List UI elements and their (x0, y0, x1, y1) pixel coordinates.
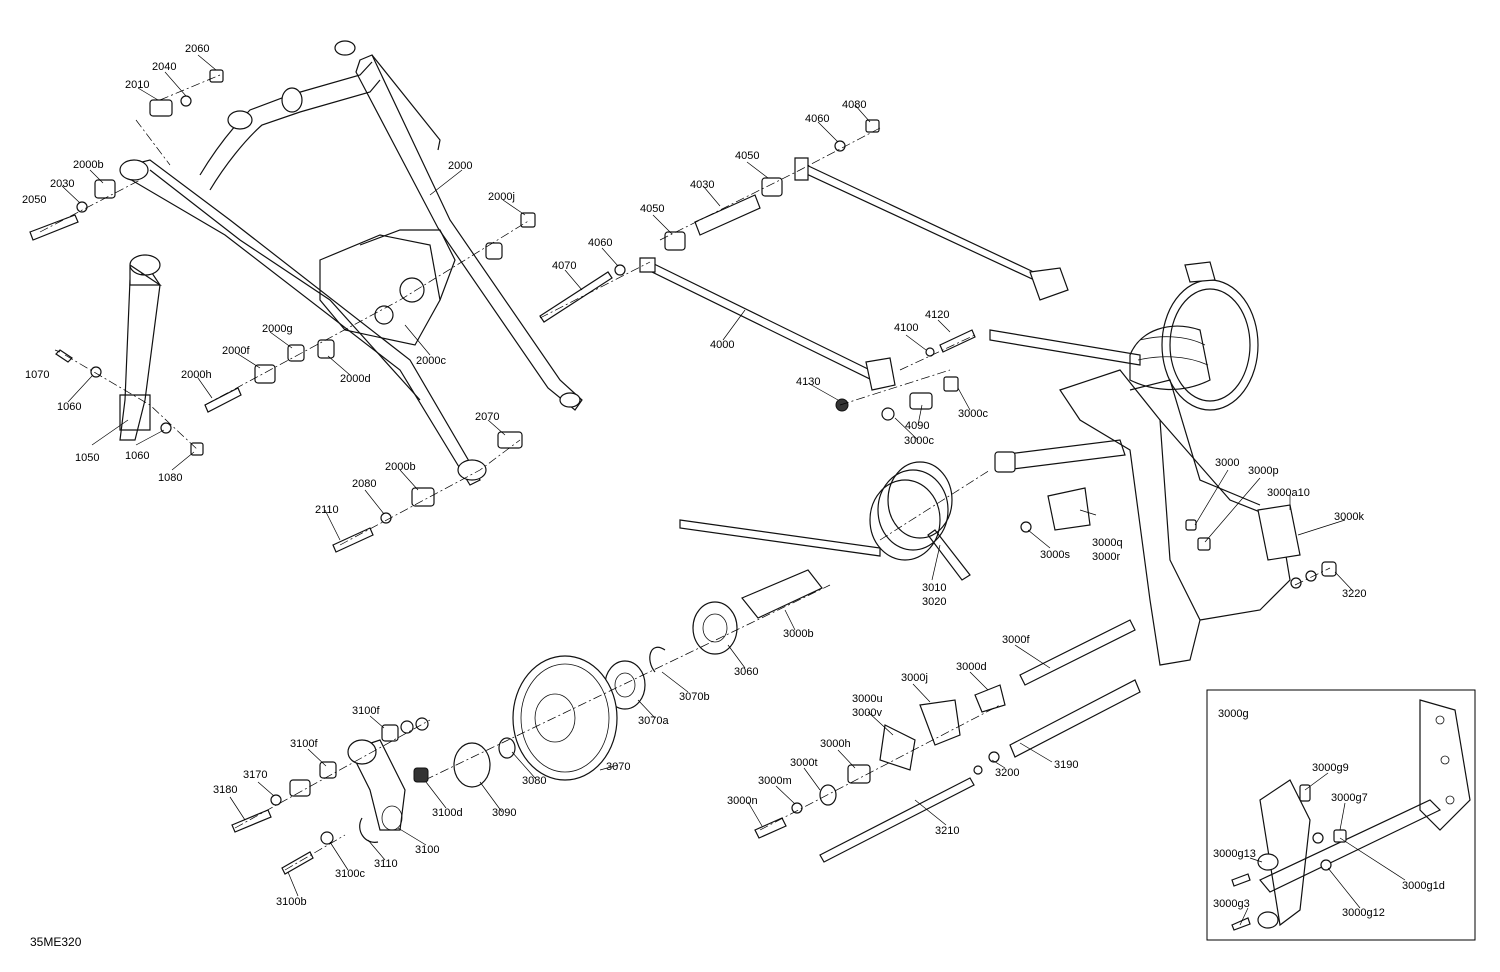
part-label: 3000d (956, 661, 987, 673)
part-label: 4120 (925, 309, 949, 321)
part-label: 3090 (492, 807, 516, 819)
part-label: 4000 (710, 339, 734, 351)
part-label: 3220 (1342, 588, 1366, 600)
part-label: 3000j (901, 672, 928, 684)
part-label: 2000g (262, 323, 293, 335)
part-label: 3070 (606, 761, 630, 773)
part-number-labels: 2060 2040 2010 2000b 2030 2050 2000 2000… (22, 43, 1445, 949)
part-label: 1080 (158, 472, 182, 484)
part-label: 4100 (894, 322, 918, 334)
part-label: 2000h (181, 369, 212, 381)
part-label: 4030 (690, 179, 714, 191)
part-label: 4050 (735, 150, 759, 162)
part-label: 2060 (185, 43, 209, 55)
part-label: 3170 (243, 769, 267, 781)
part-label: 3210 (935, 825, 959, 837)
part-label: 4060 (588, 237, 612, 249)
part-label: 3180 (213, 784, 237, 796)
part-label: 3100 (415, 844, 439, 856)
part-label: 3110 (374, 858, 398, 870)
part-label: 2000j (488, 191, 515, 203)
part-label: 3190 (1054, 759, 1078, 771)
part-label: 2000c (416, 355, 446, 367)
part-label: 2110 (315, 504, 339, 516)
part-label: 3000c (958, 408, 988, 420)
part-label: 3100c (335, 868, 365, 880)
torsion-spring (679, 461, 991, 581)
part-label: 3000k (1334, 511, 1364, 523)
part-label: 3070b (679, 691, 710, 703)
part-label: 3100f (290, 738, 318, 750)
part-label: 3000q (1092, 537, 1123, 549)
part-label: 3060 (734, 666, 758, 678)
part-label: 2040 (152, 61, 176, 73)
part-label: 4050 (640, 203, 664, 215)
part-label: 3000g13 (1213, 848, 1256, 860)
part-label: 2080 (352, 478, 376, 490)
part-label: 3000u (852, 693, 883, 705)
part-label: 1060 (125, 450, 149, 462)
part-label: 4080 (842, 99, 866, 111)
part-label: 3000g1d (1402, 880, 1445, 892)
part-label: 3070a (638, 715, 669, 727)
part-label: 4060 (805, 113, 829, 125)
part-label: 3000r (1092, 551, 1120, 563)
part-label: 3000c (904, 435, 934, 447)
part-label: 3010 (922, 582, 946, 594)
rod-assembly (539, 119, 1069, 421)
part-label: 3000s (1040, 549, 1070, 561)
part-label: 3100b (276, 896, 307, 908)
part-label: 3000h (820, 738, 851, 750)
part-label: 2010 (125, 79, 149, 91)
part-label: 3000b (783, 628, 814, 640)
part-label: 3020 (922, 596, 946, 608)
part-label: 3100d (432, 807, 463, 819)
part-label: 4090 (905, 420, 929, 432)
lever-assembly (55, 254, 204, 456)
inset-title: 3000g (1218, 708, 1249, 720)
part-label: 2000b (385, 461, 416, 473)
idler-arm-assembly (231, 717, 431, 875)
part-label: 3100f (352, 705, 380, 717)
part-label: 3000p (1248, 465, 1279, 477)
part-label: 2000d (340, 373, 371, 385)
part-label: 3000 (1215, 457, 1239, 469)
a-arm-assembly (29, 40, 583, 553)
leader-lines (54, 54, 1406, 926)
part-label: 1050 (75, 452, 99, 464)
inset-3000g (1206, 689, 1476, 941)
part-label: 1060 (57, 401, 81, 413)
part-label: 3000t (790, 757, 818, 769)
part-label: 2070 (475, 411, 499, 423)
rear-frame-assembly (989, 261, 1337, 666)
part-label: 2000 (448, 160, 472, 172)
part-label: 3000n (727, 795, 758, 807)
part-label: 3000a10 (1267, 487, 1310, 499)
part-label: 1070 (25, 369, 49, 381)
part-label: 3080 (522, 775, 546, 787)
part-label: 2030 (50, 178, 74, 190)
part-label: 3000m (758, 775, 792, 787)
part-label: 3000v (852, 707, 882, 719)
part-label: 3000g3 (1213, 898, 1250, 910)
part-label: 2000f (222, 345, 250, 357)
part-label: 3200 (995, 767, 1019, 779)
wheel-assembly (424, 569, 831, 788)
part-label: 2000b (73, 159, 104, 171)
part-label: 3000g9 (1312, 762, 1349, 774)
part-label: 4070 (552, 260, 576, 272)
part-label: 3000f (1002, 634, 1030, 646)
part-label: 3000g12 (1342, 907, 1385, 919)
part-label: 3000g7 (1331, 792, 1368, 804)
part-label: 4130 (796, 376, 820, 388)
figure-code: 35ME320 (30, 935, 82, 949)
part-label: 2050 (22, 194, 46, 206)
